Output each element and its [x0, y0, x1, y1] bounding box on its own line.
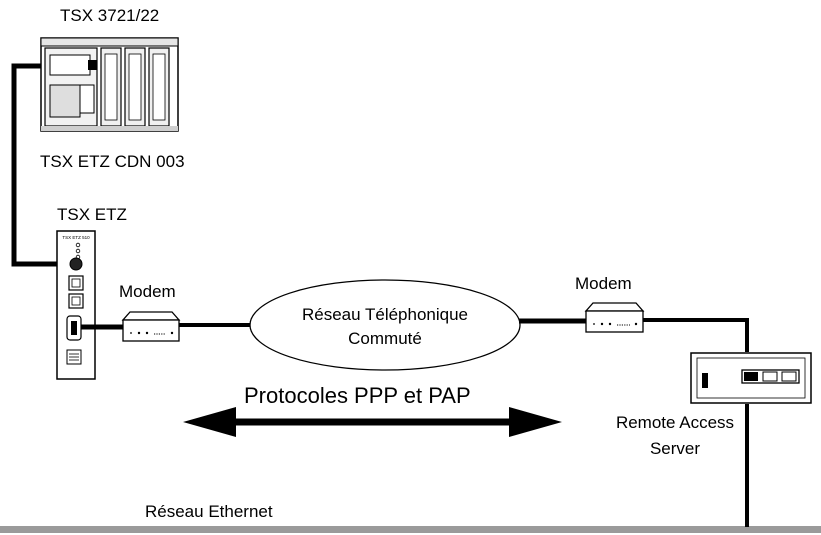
etz-module [56, 230, 96, 380]
plc-model-label: TSX 3721/22 [60, 6, 160, 25]
modem-right-label: Modem [575, 274, 632, 293]
protocol-double-arrow [183, 407, 562, 437]
modem-left [121, 311, 181, 342]
network-label-line2: Commuté [348, 329, 422, 348]
ethernet-bus [0, 526, 821, 533]
plc-rack [40, 37, 179, 132]
ras-label-line1: Remote Access [615, 413, 735, 432]
ethernet-label: Réseau Ethernet [145, 502, 273, 521]
network-label-line1: Réseau Téléphonique [301, 305, 469, 324]
cable-model-label: TSX ETZ CDN 003 [40, 152, 185, 171]
etz-faceplate-label: TSX ETZ 510 [62, 235, 90, 240]
modem-left-label: Modem [119, 282, 176, 301]
ras-label-line2: Server [649, 439, 701, 458]
switched-telephone-network [249, 279, 521, 371]
modem-right [584, 302, 645, 333]
remote-access-server [690, 352, 812, 404]
ras-link [643, 318, 749, 352]
etz-module-label: TSX ETZ [57, 205, 127, 224]
protocols-label: Protocoles PPP et PAP [244, 383, 471, 408]
